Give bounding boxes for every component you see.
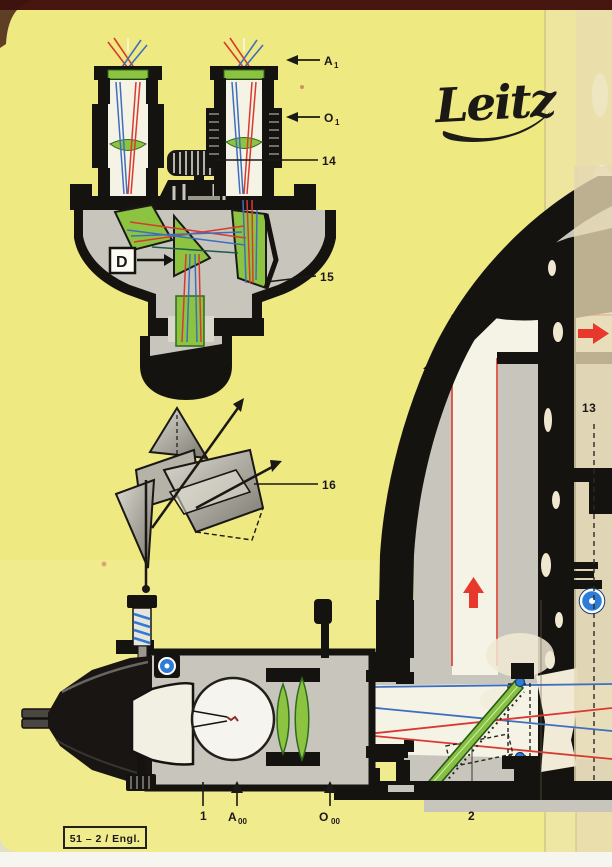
logo-underline-swash [442,111,551,142]
arrow-right-icon [164,254,174,266]
brand-logo: Leitz [432,73,559,142]
page-top-edge [0,0,612,10]
label-14: 14 [322,154,336,168]
eye-lens [223,69,265,80]
condenser-lens [294,675,310,763]
svg-text:1: 1 [335,118,340,127]
arrow-up-icon [324,781,336,793]
blue-spring [133,612,151,645]
label-2: 2 [468,809,475,823]
head-rays [126,199,258,343]
label-16: 16 [322,478,336,492]
lamp-housing-figure [21,595,408,792]
label-13: 13 [582,401,596,415]
head-prisms [113,203,279,290]
beam-splitter-prism [175,295,205,347]
binocular-head-figure: D A 1 O 1 14 15 [70,37,340,400]
arrow-left-icon [286,55,298,65]
footer-code-text: 51 – 2 / Engl. [70,833,141,845]
svg-text:1: 1 [334,61,339,70]
prism-assembly-figure: 16 [114,398,336,593]
diaphragm-lever [314,599,332,624]
eye-lens [107,69,149,80]
stain-speck [101,561,107,567]
focus-knob [558,562,606,622]
lamp-base-insulator [130,681,195,766]
footer-code: 51 – 2 / Engl. [63,826,147,849]
stain-speck [300,85,304,89]
d-marker: D [108,246,174,275]
label-a00: A [228,810,237,824]
svg-text:00: 00 [331,817,340,826]
blue-screw [154,654,180,678]
arrow-up-icon [231,781,243,793]
lamp-socket-cone [48,656,152,784]
stage-bracket [556,468,612,514]
label-1: 1 [200,809,207,823]
page-bottom-edge [0,852,612,867]
arrow-right-icon [578,323,609,344]
label-a1: A [324,54,333,68]
arrow-up-icon [463,577,484,608]
spring-screw [127,595,157,659]
label-15: 15 [320,270,334,284]
arrow-icon [233,398,244,412]
head-callouts: A 1 O 1 14 15 [212,54,340,284]
filament [226,715,239,722]
arrow-left-icon [286,112,298,122]
right-eyepiece-tube [206,66,282,196]
vertical-light-channel [452,313,498,675]
left-eyepiece-tube [92,66,164,196]
page-corner [0,0,34,48]
label-o00: O [319,810,329,824]
leitz-logo-text: Leitz [432,73,559,134]
condenser-lens [276,681,290,757]
arrow-icon [270,460,282,472]
bottom-labels: 1 A 00 O 00 2 [200,781,475,826]
clamp-screw [126,756,156,791]
svg-text:00: 00 [238,817,247,826]
label-d: D [116,254,128,271]
label-o1: O [324,111,334,125]
